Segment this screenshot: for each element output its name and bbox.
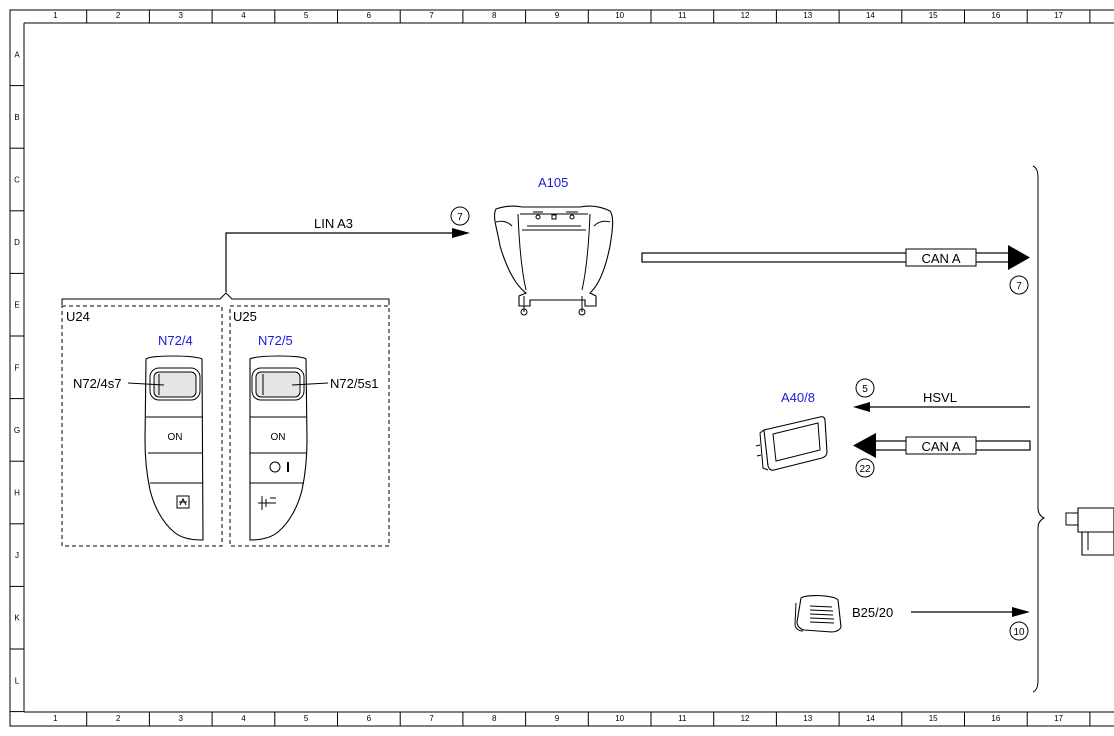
grid-row-label: B [14, 113, 19, 122]
grid-column-label-top: 11 [678, 11, 687, 20]
grid-column-label-top: 5 [304, 11, 309, 20]
grid-column-label-top: 16 [991, 11, 1000, 20]
can-a-incoming-connection: CAN A [853, 433, 1031, 458]
grid-column-label-bottom: 15 [929, 714, 938, 723]
a40-8-label: A40/8 [781, 390, 815, 405]
grid-row-label: D [14, 238, 20, 247]
grid-column-label-bottom: 9 [555, 714, 560, 723]
grid-column-label-top: 15 [929, 11, 938, 20]
a40-8-display-icon [755, 416, 828, 471]
right-brace [1032, 165, 1046, 693]
hsvl-ref-number: 5 [862, 384, 868, 395]
grid-row-label: C [14, 176, 20, 185]
grid-column-label-top: 14 [866, 11, 875, 20]
grid-column-label-top: 8 [492, 11, 497, 20]
hsvl-ref-circle [855, 378, 875, 398]
grid-column-label-bottom: 5 [304, 714, 309, 723]
grid-column-label-bottom: 11 [678, 714, 687, 723]
can-in-ref-circle [855, 458, 875, 478]
grid-column-label-top: 1 [53, 11, 58, 20]
outer-frame [9, 9, 1114, 727]
can-in-ref-number: 22 [859, 464, 871, 475]
grid-row-ticks: A B C D E F G H J K L [10, 50, 24, 713]
can-a-outgoing-label: CAN A [921, 251, 960, 266]
grid-column-label-bottom: 7 [429, 714, 434, 723]
u24-label: U24 [66, 309, 90, 324]
grid-column-label-top: 13 [803, 11, 812, 20]
u25-label: U25 [233, 309, 257, 324]
b25-ref-number: 10 [1013, 627, 1025, 638]
grid-column-label-bottom: 12 [741, 714, 750, 723]
can-out-ref-number: 7 [1016, 281, 1022, 292]
hsvl-label: HSVL [923, 390, 957, 405]
grid-column-label-top: 7 [429, 11, 434, 20]
b25-ref-circle [1009, 621, 1029, 641]
grid-row-label: G [14, 426, 20, 435]
lin-ref-circle [450, 206, 470, 226]
n72-4-on-label: ON [168, 432, 183, 443]
grid-column-label-bottom: 1 [53, 714, 58, 723]
n72-5-label: N72/5 [258, 333, 293, 348]
grid-row-label: F [15, 363, 20, 372]
b25-20-sensor-icon [794, 595, 842, 633]
grid-row-label: E [14, 301, 19, 310]
grid-column-label-top: 12 [741, 11, 750, 20]
grid-column-label-top: 10 [615, 11, 624, 20]
grid-column-label-top: 4 [241, 11, 246, 20]
hsvl-connection: HSVL [853, 390, 1030, 412]
can-a-incoming-label: CAN A [921, 439, 960, 454]
b25-20-connection [911, 607, 1030, 617]
grid-column-label-top: 3 [179, 11, 184, 20]
can-a-outgoing-connection: CAN A [641, 245, 1030, 270]
grid-column-label-top: 6 [367, 11, 372, 20]
n72-4-label: N72/4 [158, 333, 193, 348]
grid-column-label-top: 9 [555, 11, 560, 20]
grid-row-label: L [15, 676, 20, 685]
lin-a3-connection: LIN A3 [225, 216, 470, 292]
partial-component-icon [1065, 507, 1114, 556]
n72-4s7-leader [127, 382, 165, 386]
n72-5s1-leader [291, 382, 329, 386]
lin-a3-label: LIN A3 [314, 216, 353, 231]
can-out-ref-circle [1009, 275, 1029, 295]
grid-column-label-bottom: 16 [991, 714, 1000, 723]
b25-20-label: B25/20 [852, 605, 893, 620]
n72-5s1-label: N72/5s1 [330, 376, 378, 391]
grid-column-label-bottom: 2 [116, 714, 121, 723]
grid-column-ticks: 1122334455667788991010111112121313141415… [53, 10, 1091, 726]
grid-row-label: J [15, 551, 19, 560]
grid-column-label-bottom: 8 [492, 714, 497, 723]
n72-4s7-label: N72/4s7 [73, 376, 121, 391]
grid-column-label-bottom: 14 [866, 714, 875, 723]
lin-ref-number: 7 [457, 212, 463, 223]
a105-label: A105 [538, 175, 568, 190]
a105-overhead-unit-icon [493, 205, 614, 316]
n72-4-switch-panel-icon [144, 355, 204, 541]
grid-column-label-bottom: 13 [803, 714, 812, 723]
grid-column-label-top: 2 [116, 11, 121, 20]
u24-u25-group: U24 U25 [61, 292, 390, 547]
grid-column-label-bottom: 17 [1054, 714, 1063, 723]
grid-column-label-bottom: 6 [367, 714, 372, 723]
n72-5-switch-panel-icon [249, 355, 308, 541]
grid-column-label-bottom: 4 [241, 714, 246, 723]
grid-row-label: H [14, 489, 20, 498]
grid-row-label: K [14, 614, 20, 623]
grid-column-label-top: 17 [1054, 11, 1063, 20]
grid-column-label-bottom: 3 [179, 714, 184, 723]
n72-5-on-label: ON [271, 432, 286, 443]
grid-column-label-bottom: 10 [615, 714, 624, 723]
grid-row-label: A [14, 50, 20, 59]
